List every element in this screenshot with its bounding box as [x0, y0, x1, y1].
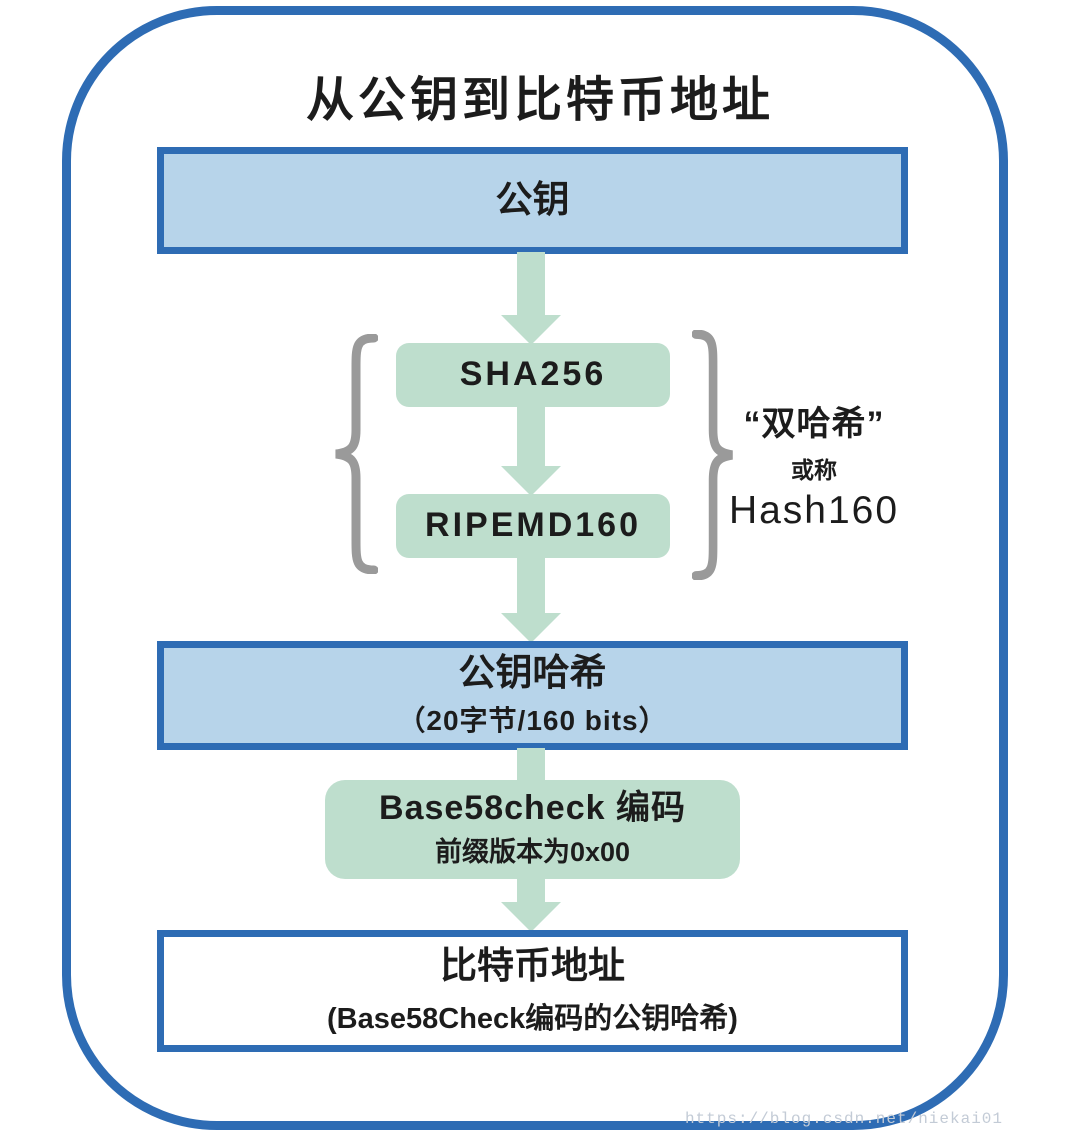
node-base58check: Base58check 编码 前缀版本为0x00 [325, 780, 740, 879]
down-arrow-icon [501, 558, 561, 643]
node-sha256: SHA256 [396, 343, 670, 407]
node-bitcoin-address-sublabel: (Base58Check编码的公钥哈希) [327, 1003, 738, 1036]
diagram-outer-frame [62, 6, 1008, 1130]
annotation-double-hash: “双哈希” 或称 Hash160 [704, 396, 924, 533]
node-sha256-label: SHA256 [459, 355, 607, 394]
node-public-key-label: 公钥 [495, 179, 570, 221]
node-public-key: 公钥 [157, 147, 908, 254]
annotation-line-1: “双哈希” [743, 405, 885, 443]
watermark-text: https://blog.csdn.net/niekai01 [684, 1110, 1003, 1128]
annotation-line-2: 或称 [791, 457, 837, 483]
down-arrow-icon [501, 407, 561, 496]
node-public-key-hash-sublabel: （20字节/160 bits） [397, 704, 668, 736]
node-bitcoin-address: 比特币地址 (Base58Check编码的公钥哈希) [157, 930, 908, 1052]
down-arrow-icon [501, 252, 561, 345]
node-public-key-hash-label: 公钥哈希 [458, 652, 607, 694]
node-public-key-hash: 公钥哈希 （20字节/160 bits） [157, 641, 908, 750]
connector-shaft [517, 748, 545, 782]
diagram-title: 从公钥到比特币地址 [305, 74, 774, 127]
node-bitcoin-address-label: 比特币地址 [440, 944, 625, 986]
node-ripemd160: RIPEMD160 [396, 494, 670, 558]
left-brace-icon [335, 334, 378, 574]
node-base58check-sublabel: 前缀版本为0x00 [434, 837, 631, 868]
down-arrow-icon [501, 878, 561, 932]
node-base58check-label: Base58check 编码 [379, 788, 686, 827]
node-ripemd160-label: RIPEMD160 [425, 506, 641, 545]
right-brace-icon [692, 330, 733, 580]
annotation-line-3: Hash160 [728, 489, 900, 532]
